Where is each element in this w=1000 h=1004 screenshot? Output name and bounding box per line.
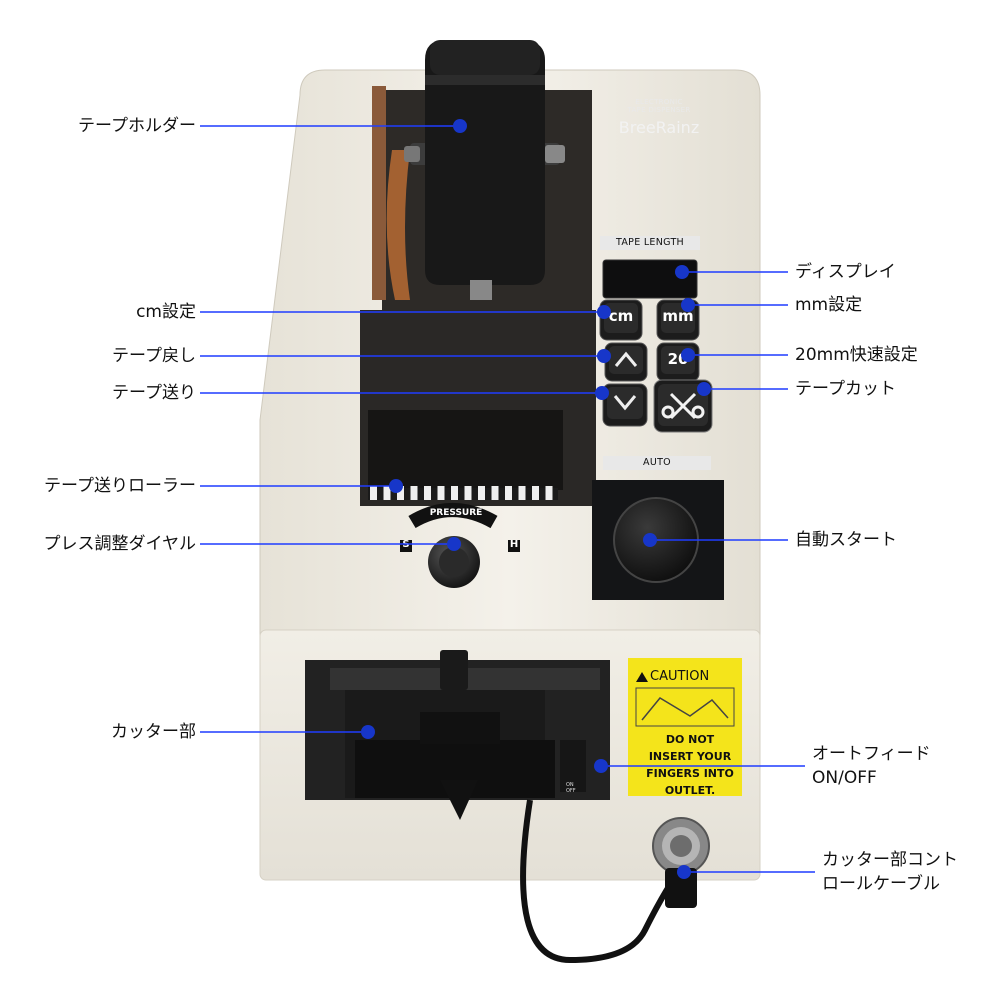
callout-dot-20mm	[681, 348, 695, 362]
caution-text: DO NOT INSERT YOUR FINGERS INTO OUTLET.	[634, 731, 746, 799]
switch-mark-off: OFF	[566, 788, 576, 794]
pressure-label: PRESSURE	[429, 508, 483, 518]
roller-tooth	[410, 486, 418, 500]
callout-auto-feed-line1: オートフィード	[812, 744, 931, 764]
callout-dot-roller	[389, 479, 403, 493]
callout-dot-display	[675, 265, 689, 279]
callout-cm-setting: cm設定	[136, 302, 196, 322]
roller-tooth	[518, 486, 526, 500]
callout-dot-tape-return	[597, 349, 611, 363]
caution-title: CAUTION	[650, 669, 710, 684]
callout-quick-20mm: 20mm快速設定	[795, 345, 918, 365]
brand-subtitle-line2: TAPE DISPENSER	[627, 106, 691, 114]
callout-auto-feed: オートフィード ON/OFF	[812, 742, 931, 790]
caution-line4: OUTLET.	[664, 784, 716, 797]
callout-dot-auto-feed	[594, 759, 608, 773]
callout-tape-holder: テープホルダー	[78, 116, 196, 136]
callout-dot-cm	[597, 305, 611, 319]
control-cable-drawing	[520, 799, 710, 964]
auto-feed-switch-marks: ON OFF	[566, 782, 576, 794]
callout-dot-mm	[681, 298, 695, 312]
callout-tape-cut: テープカット	[795, 379, 896, 399]
roller-tooth	[464, 486, 472, 500]
callout-dot-cutter	[361, 725, 375, 739]
tape-length-strip: TAPE LENGTH	[600, 236, 700, 250]
callout-mm-setting: mm設定	[795, 295, 863, 315]
pressure-hard-mark: H	[509, 539, 519, 550]
roller-tooth	[545, 486, 553, 500]
brand-subtitle: ELECTRONIC TAPE DISPENSER	[600, 98, 718, 114]
callout-dot-tape-cut	[697, 382, 711, 396]
callout-display: ディスプレイ	[795, 262, 896, 282]
callout-cable-line2: ロールケーブル	[822, 874, 940, 894]
roller-tooth	[532, 486, 539, 500]
callout-tape-feed-roller: テープ送りローラー	[44, 476, 196, 496]
pressure-dial-drawing	[400, 503, 520, 588]
cm-button-label: cm	[608, 307, 634, 325]
callout-auto-feed-line2: ON/OFF	[812, 768, 877, 788]
callout-dot-tape-holder	[453, 119, 467, 133]
switch-mark-on: ON	[566, 782, 574, 788]
roller-tooth	[437, 486, 445, 500]
roller-tooth	[424, 486, 431, 500]
roller-tooth	[370, 486, 377, 500]
callout-dot-pressure	[447, 537, 461, 551]
callout-dot-tape-feed	[595, 386, 609, 400]
roller-tooth	[397, 486, 404, 500]
display-window	[602, 259, 698, 299]
roller-tooth	[383, 486, 391, 500]
callout-tape-return: テープ戻し	[112, 346, 196, 366]
callout-tape-feed: テープ送り	[112, 383, 196, 403]
callout-pressure-dial: プレス調整ダイヤル	[43, 534, 197, 554]
cutter-unit-drawing	[305, 650, 610, 820]
callout-control-cable: カッター部コント ロールケーブル	[822, 848, 958, 896]
callout-dot-cable	[677, 865, 691, 879]
roller-tooth	[478, 486, 485, 500]
brand-subtitle-line1: ELECTRONIC	[635, 98, 683, 106]
callout-cutter: カッター部	[111, 722, 196, 742]
callout-dot-auto-start	[643, 533, 657, 547]
caution-line3: FINGERS INTO	[646, 767, 734, 780]
auto-strip: AUTO	[603, 456, 711, 470]
tape-holder-reel	[404, 40, 565, 300]
caution-line1: DO NOT	[665, 733, 715, 746]
roller-tooth	[451, 486, 458, 500]
roller-tooth	[505, 486, 512, 500]
roller-tooth	[491, 486, 499, 500]
callout-cable-line1: カッター部コント	[822, 850, 958, 870]
brand-name: BreeRainz	[618, 118, 700, 137]
callout-auto-start: 自動スタート	[795, 530, 897, 550]
caution-line2: INSERT YOUR	[648, 750, 732, 763]
